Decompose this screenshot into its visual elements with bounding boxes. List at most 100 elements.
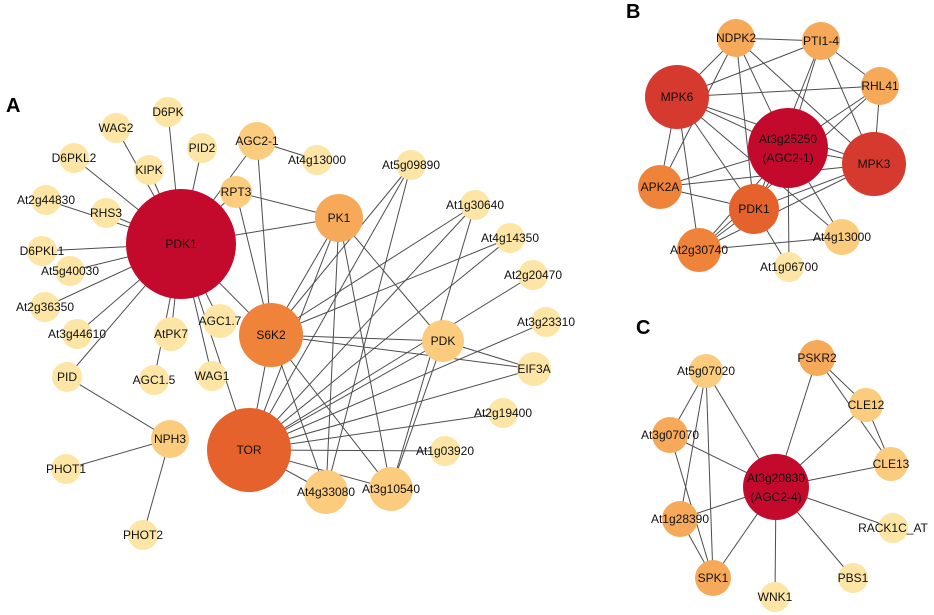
node-sublabel: (AGC2-4) bbox=[750, 490, 801, 504]
node-circle bbox=[302, 145, 332, 175]
edge-TOR-At5g09890 bbox=[248, 164, 412, 451]
node-circle bbox=[662, 501, 698, 537]
node-RHL41: RHL41 bbox=[861, 67, 899, 105]
edge-PDK1-NDPK2 bbox=[735, 37, 755, 210]
network-panel-c: C At3g20830(AGC2-4) At5g07020 PSKR2CLE12At… bbox=[636, 317, 929, 612]
nodes-panel-a: PDK1TORS6K2PK1PDKAt3g10540At4g33080NPH3A… bbox=[16, 97, 575, 550]
node-label: At2g20470 bbox=[504, 268, 562, 282]
node-At5g07020: At5g07020 bbox=[677, 354, 735, 388]
node-WAG2: WAG2 bbox=[99, 113, 134, 143]
node-At2g20470: At2g20470 bbox=[504, 260, 562, 290]
node-WNK1: WNK1 bbox=[758, 582, 793, 612]
node-circle bbox=[187, 133, 217, 163]
node-circle bbox=[151, 420, 189, 458]
network-panel-a: A PDK1TORS6K2PK1PDKAt3g10540At4g33080NPH… bbox=[6, 95, 575, 550]
node-EIF3A: EIF3A bbox=[517, 352, 551, 386]
edge-S6K2-At1g30640 bbox=[270, 204, 476, 336]
node-AGC1.5: AGC1.5 bbox=[133, 365, 176, 395]
node-label: WAG1 bbox=[195, 369, 230, 383]
node-D6PKL2: D6PKL2 bbox=[52, 143, 97, 173]
node-circle bbox=[861, 67, 899, 105]
edge-PK1-At4g33080 bbox=[325, 217, 340, 493]
node-circle bbox=[128, 520, 158, 550]
node-label: D6PKL1 bbox=[20, 244, 65, 258]
node-label: KIPK bbox=[135, 163, 162, 177]
node-circle bbox=[488, 398, 518, 428]
node-label: At1g30640 bbox=[446, 198, 504, 212]
node-label: At3g23310 bbox=[517, 315, 575, 329]
node-PHOT1: PHOT1 bbox=[46, 454, 86, 484]
edge-TOR-At1g30640 bbox=[248, 204, 476, 451]
edge-S6K2-At5g09890 bbox=[270, 164, 412, 336]
node-At4g14350: At4g14350 bbox=[481, 223, 539, 253]
node-circle bbox=[91, 198, 121, 228]
node-label: MPK3 bbox=[858, 157, 891, 171]
node-label: At2g30740 bbox=[670, 243, 728, 257]
node-At3g10540: At3g10540 bbox=[362, 467, 420, 511]
node-PID: PID bbox=[52, 362, 82, 392]
node-At3g25250: At3g25250(AGC2-1) bbox=[748, 108, 828, 188]
node-PK1: PK1 bbox=[315, 194, 363, 242]
node-PDK1: PDK1 bbox=[126, 189, 236, 299]
node-label: At4g14350 bbox=[481, 231, 539, 245]
node-RPT3: RPT3 bbox=[220, 176, 252, 208]
node-PTI1-4: PTI1-4 bbox=[802, 22, 840, 60]
panel-label-b: B bbox=[626, 1, 640, 23]
node-label: At5g07020 bbox=[677, 364, 735, 378]
node-label: CLE13 bbox=[873, 457, 910, 471]
node-circle bbox=[799, 340, 835, 376]
node-label: APK2A bbox=[641, 180, 680, 194]
node-label: RHL41 bbox=[861, 79, 899, 93]
node-circle bbox=[369, 467, 413, 511]
node-circle bbox=[652, 417, 688, 453]
node-label: RHS3 bbox=[90, 206, 122, 220]
node-WAG1: WAG1 bbox=[195, 361, 230, 391]
node-D6PK: D6PK bbox=[152, 97, 184, 127]
node-circle bbox=[134, 155, 164, 185]
node-At3g44610: At3g44610 bbox=[48, 319, 106, 349]
node-AGC1.7: AGC1.7 bbox=[199, 304, 242, 338]
node-circle bbox=[59, 143, 89, 173]
node-label: PDK1 bbox=[738, 202, 770, 216]
node-KIPK: KIPK bbox=[134, 155, 164, 185]
node-NDPK2: NDPK2 bbox=[716, 19, 756, 57]
edge-AGC2-1-S6K2 bbox=[256, 140, 272, 336]
node-circle bbox=[824, 219, 860, 255]
node-At1g03920: At1g03920 bbox=[416, 436, 474, 466]
node-label: MPK6 bbox=[661, 90, 694, 104]
node-label: AGC1.7 bbox=[199, 314, 242, 328]
node-circle bbox=[842, 132, 906, 196]
node-PDK1: PDK1 bbox=[729, 184, 779, 234]
node-S6K2: S6K2 bbox=[239, 303, 303, 367]
node-At1g30640: At1g30640 bbox=[446, 190, 504, 220]
node-label: At2g44830 bbox=[17, 193, 75, 207]
node-label: At3g25250 bbox=[759, 132, 817, 146]
node-circle bbox=[460, 190, 490, 220]
node-label: PHOT1 bbox=[46, 462, 86, 476]
node-At4g13000: At4g13000 bbox=[288, 145, 346, 175]
edge-TOR-EIF3A bbox=[248, 368, 535, 451]
node-At1g28390: At1g28390 bbox=[651, 501, 709, 537]
edge-TOR-At2g20470 bbox=[248, 274, 534, 451]
node-APK2A: APK2A bbox=[638, 165, 682, 209]
node-circle bbox=[430, 436, 460, 466]
panel-label-c: C bbox=[636, 317, 650, 339]
node-label: TOR bbox=[236, 443, 261, 457]
node-label: At3g44610 bbox=[48, 327, 106, 341]
node-circle bbox=[645, 65, 709, 129]
node-circle bbox=[126, 189, 236, 299]
node-circle bbox=[239, 303, 303, 367]
node-At2g30740: At2g30740 bbox=[670, 228, 728, 272]
node-label: AGC1.5 bbox=[133, 373, 176, 387]
node-label: PSKR2 bbox=[797, 351, 837, 365]
node-circle bbox=[689, 354, 723, 388]
node-label: CLE12 bbox=[848, 398, 885, 412]
node-circle bbox=[874, 447, 908, 481]
edge-MPK3-At2g30740 bbox=[698, 163, 875, 251]
node-At3g20830: At3g20830(AGC2-4) bbox=[743, 454, 809, 520]
edge-MPK6-RHL41 bbox=[676, 85, 881, 98]
node-label: EIF3A bbox=[517, 362, 550, 376]
node-circle bbox=[695, 560, 731, 596]
node-PDK: PDK bbox=[422, 320, 464, 362]
node-At5g09890: At5g09890 bbox=[382, 150, 440, 180]
